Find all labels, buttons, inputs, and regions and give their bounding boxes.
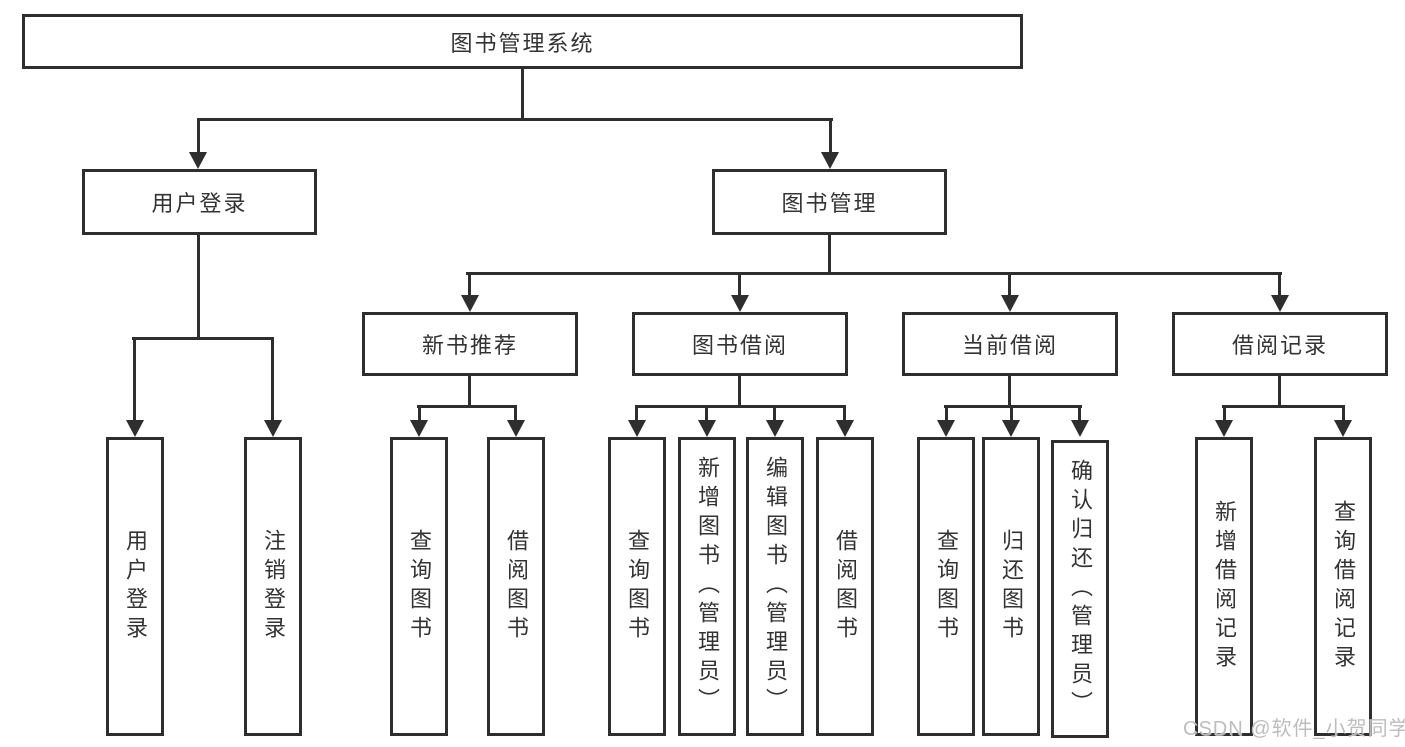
connector-records-drop <box>1278 272 1281 295</box>
leaf-drop <box>773 405 776 420</box>
connector-root-stem <box>521 69 524 118</box>
leaf-label: 查询借阅记录 <box>1331 499 1356 674</box>
leaf-add-books-admin: 新增图书（管理员） <box>678 437 736 736</box>
arrowhead-to-records <box>1271 295 1289 312</box>
connector-borrow-stem <box>738 376 741 408</box>
leaf-query-books-1: 查询图书 <box>390 437 448 736</box>
leaf-confirm-return-admin: 确认归还（管理员） <box>1051 440 1109 738</box>
connector-user-login-drop <box>197 118 200 152</box>
arrowhead-to-current <box>1001 295 1019 312</box>
arrowhead-to-leaf <box>766 420 784 437</box>
leaf-label: 用户登录 <box>123 528 148 645</box>
arrowhead-to-leaf <box>698 420 716 437</box>
arrowhead-to-leaf <box>836 420 854 437</box>
connector-borrow-bar <box>635 405 846 408</box>
leaf-label: 查询图书 <box>625 528 650 645</box>
leaf-label: 查询图书 <box>407 528 432 645</box>
arrowhead-to-logout-leaf <box>264 420 282 437</box>
leaf-label: 新增图书（管理员） <box>695 456 720 717</box>
node-label: 当前借阅 <box>961 333 1058 358</box>
node-book-management: 图书管理 <box>712 169 947 235</box>
arrowhead-to-leaf <box>937 420 955 437</box>
leaf-label: 借阅图书 <box>833 528 858 645</box>
leaf-drop <box>705 405 708 420</box>
node-label: 用户登录 <box>151 191 248 216</box>
arrowhead-to-leaf <box>507 420 525 437</box>
leaf-query-books-2: 查询图书 <box>608 437 666 736</box>
connector-newbook-stem <box>468 376 471 408</box>
leaf-drop <box>514 405 517 420</box>
connector-newbook-drop <box>468 272 471 295</box>
leaf-borrow-books-1: 借阅图书 <box>487 437 545 736</box>
leaf-borrow-books-2: 借阅图书 <box>816 437 874 736</box>
arrowhead-to-leaf <box>1215 420 1233 437</box>
connector-level2-bar <box>466 272 1282 275</box>
leaf-edit-books-admin: 编辑图书（管理员） <box>746 437 804 736</box>
connector-records-bar <box>1222 405 1345 408</box>
node-borrowing-records: 借阅记录 <box>1172 312 1388 376</box>
arrowhead-to-book-mgmt <box>821 152 839 169</box>
leaf-drop <box>1342 405 1345 420</box>
leaf-add-borrow-record: 新增借阅记录 <box>1195 437 1253 736</box>
connector-book-mgmt-drop <box>829 118 832 152</box>
leaf-logout: 注销登录 <box>244 437 302 736</box>
node-label: 图书管理 <box>781 191 878 216</box>
leaf-drop <box>635 405 638 420</box>
leaf-label: 归还图书 <box>999 528 1024 645</box>
connector-user-login-stem <box>197 235 200 340</box>
leaf-query-borrow-record: 查询借阅记录 <box>1314 437 1372 736</box>
arrowhead-to-user-login <box>189 152 207 169</box>
leaf-drop <box>1223 405 1226 420</box>
node-label: 图书管理系统 <box>450 30 595 56</box>
csdn-watermark: CSDN @软件_小贺同学 <box>1183 718 1405 740</box>
connector-leaf-logout-drop <box>271 337 274 420</box>
leaf-label: 确认归还（管理员） <box>1068 458 1093 720</box>
leaf-label: 编辑图书（管理员） <box>763 456 788 717</box>
leaf-label: 新增借阅记录 <box>1212 499 1237 674</box>
leaf-drop <box>1078 405 1081 420</box>
leaf-drop <box>418 405 421 420</box>
arrowhead-to-leaf <box>1002 420 1020 437</box>
arrowhead-to-leaf <box>1071 420 1089 437</box>
leaf-query-books-3: 查询图书 <box>917 437 975 736</box>
leaf-drop <box>1010 405 1013 420</box>
node-label: 图书借阅 <box>691 333 788 358</box>
node-new-book-recommend: 新书推荐 <box>362 312 578 376</box>
leaf-return-books: 归还图书 <box>982 437 1040 736</box>
arrowhead-to-leaf <box>410 420 428 437</box>
connector-leaf-login-drop <box>133 337 136 420</box>
connector-current-bar <box>944 405 1082 408</box>
connector-current-stem <box>1008 376 1011 408</box>
arrowhead-to-login-leaf <box>126 420 144 437</box>
connector-newbook-bar <box>417 405 517 408</box>
leaf-label: 查询图书 <box>934 528 959 645</box>
leaf-label: 借阅图书 <box>504 528 529 645</box>
node-user-login: 用户登录 <box>82 169 317 235</box>
connector-level1-bar <box>197 118 833 121</box>
leaf-user-login: 用户登录 <box>106 437 164 736</box>
connector-records-stem <box>1278 376 1281 408</box>
leaf-drop <box>843 405 846 420</box>
connector-book-mgmt-stem <box>828 235 831 275</box>
node-label: 借阅记录 <box>1231 333 1328 358</box>
connector-current-drop <box>1008 272 1011 295</box>
node-book-management-system: 图书管理系统 <box>22 14 1023 69</box>
connector-user-login-bar <box>132 337 274 340</box>
arrowhead-to-newbook <box>461 295 479 312</box>
node-label: 新书推荐 <box>421 333 518 358</box>
connector-borrow-drop <box>738 272 741 295</box>
leaf-label: 注销登录 <box>261 528 286 645</box>
node-book-borrowing: 图书借阅 <box>632 312 848 376</box>
arrowhead-to-leaf <box>628 420 646 437</box>
arrowhead-to-leaf <box>1334 420 1352 437</box>
arrowhead-to-borrow <box>731 295 749 312</box>
node-current-borrowing: 当前借阅 <box>902 312 1118 376</box>
leaf-drop <box>945 405 948 420</box>
